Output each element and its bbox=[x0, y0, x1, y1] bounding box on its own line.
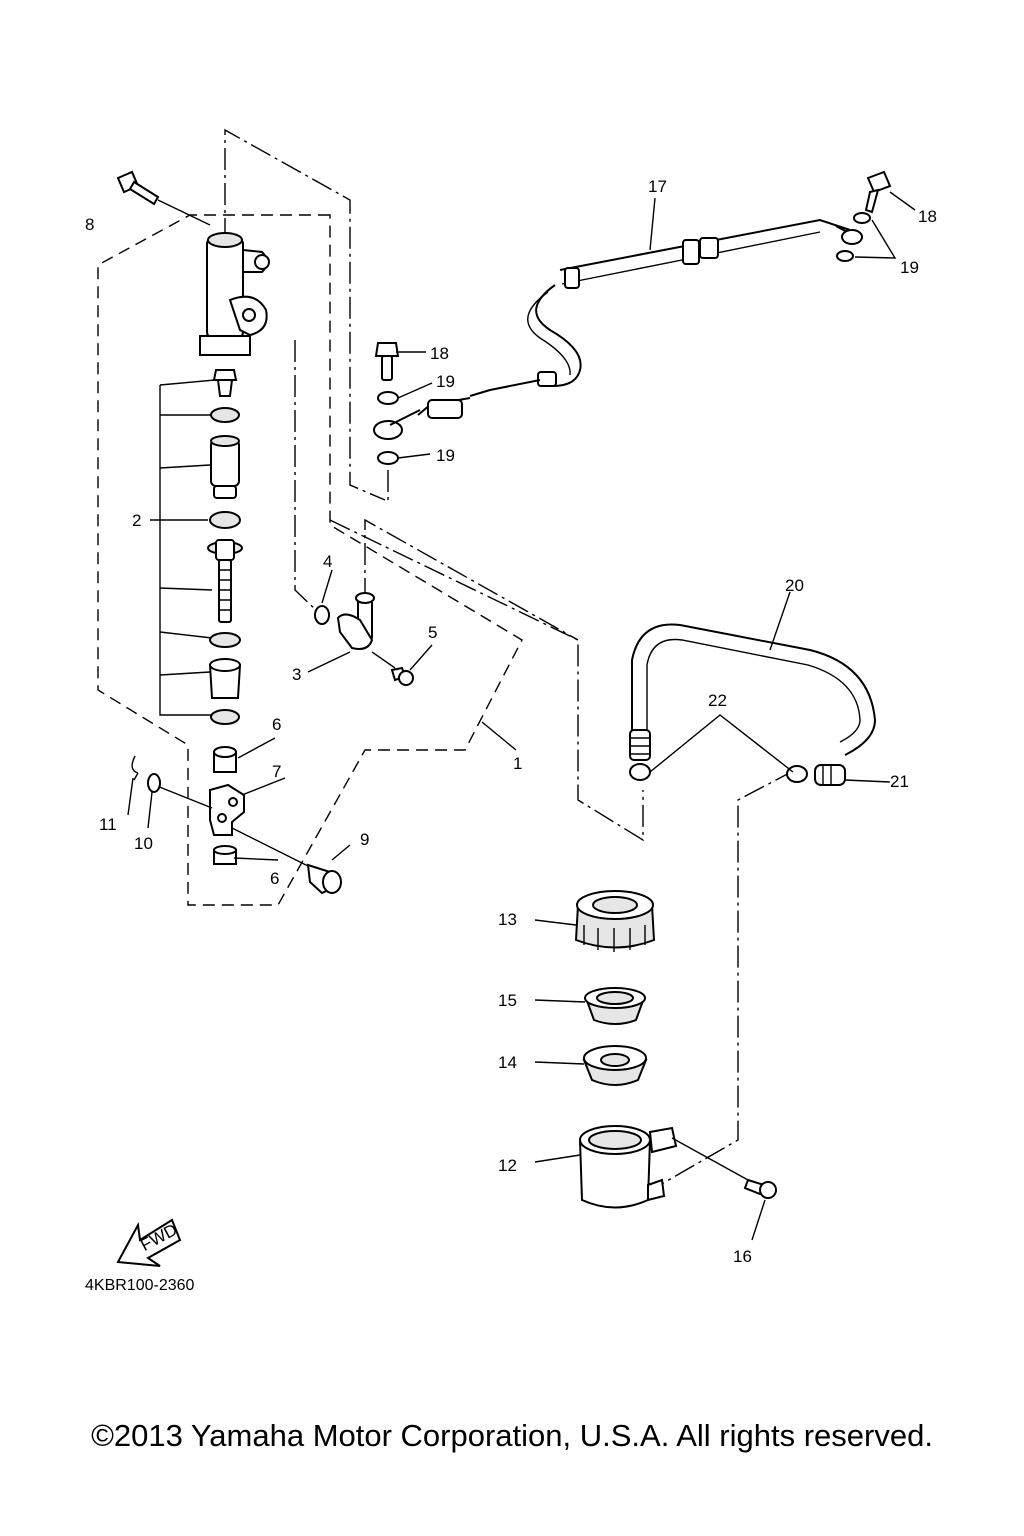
washer-part-19-upper-b bbox=[836, 250, 854, 262]
callout-22: 22 bbox=[708, 691, 727, 710]
diaphragm-plate-part-15 bbox=[534, 987, 646, 1025]
callout-3: 3 bbox=[292, 665, 301, 684]
callout-8: 8 bbox=[85, 215, 94, 234]
fwd-direction-icon: FWD bbox=[116, 1218, 182, 1267]
leader-22 bbox=[649, 714, 794, 773]
callout-12: 12 bbox=[498, 1156, 517, 1175]
cotter-pin-part-11 bbox=[131, 755, 139, 781]
assembly-chain-outline-3 bbox=[294, 340, 319, 613]
washer-part-19-lower-a bbox=[377, 391, 399, 405]
hose-end-part-21 bbox=[814, 764, 891, 786]
leader-19-lower-a bbox=[397, 382, 433, 399]
callout-2: 2 bbox=[132, 511, 141, 530]
clip-part-22-right bbox=[786, 765, 808, 783]
callout-14: 14 bbox=[498, 1053, 517, 1072]
washer-part-10 bbox=[147, 773, 161, 793]
callout-4: 4 bbox=[323, 552, 332, 571]
master-cylinder-body bbox=[199, 232, 270, 356]
assembly-chain-outline bbox=[224, 128, 644, 842]
callout-1: 1 bbox=[513, 754, 522, 773]
union-bolt-part-18-lower bbox=[374, 342, 426, 381]
screw-part-5 bbox=[390, 666, 414, 686]
union-bolt-part-18-upper bbox=[864, 170, 916, 214]
brake-hose-part-17 bbox=[373, 218, 863, 440]
diagram-code: 4KBR100-2360 bbox=[85, 1277, 195, 1294]
callout-6a: 6 bbox=[272, 715, 281, 734]
callout-5: 5 bbox=[428, 623, 437, 642]
assembly-chain-outline-5 bbox=[659, 769, 796, 1186]
callout-13: 13 bbox=[498, 910, 517, 929]
callout-9: 9 bbox=[360, 830, 369, 849]
leader-19-upper bbox=[854, 219, 897, 259]
callout-10: 10 bbox=[134, 834, 153, 853]
washer-part-19-upper-a bbox=[853, 212, 871, 224]
leader-lines bbox=[127, 197, 791, 861]
callout-19b: 19 bbox=[436, 372, 455, 391]
reservoir-hose-part-20 bbox=[629, 623, 877, 761]
washer-part-19-lower-b bbox=[377, 451, 399, 465]
hose-joint-part-3 bbox=[336, 592, 396, 669]
clip-part-22-left bbox=[629, 763, 651, 781]
callout-20: 20 bbox=[785, 576, 804, 595]
callout-6b: 6 bbox=[270, 869, 279, 888]
screw-part-16 bbox=[671, 1137, 777, 1241]
pin-part-9 bbox=[306, 863, 342, 895]
callout-19a: 19 bbox=[900, 258, 919, 277]
diaphragm-part-14 bbox=[534, 1045, 648, 1086]
bolt-part-8 bbox=[116, 170, 211, 226]
callout-17: 17 bbox=[648, 177, 667, 196]
copyright-notice: ©2013 Yamaha Motor Corporation, U.S.A. A… bbox=[91, 1418, 933, 1453]
callout-18a: 18 bbox=[918, 207, 937, 226]
callout-11: 11 bbox=[99, 815, 117, 834]
assembly-dash-outline bbox=[97, 214, 523, 906]
callout-16: 16 bbox=[733, 1247, 752, 1266]
callout-15: 15 bbox=[498, 991, 517, 1010]
callout-21: 21 bbox=[890, 772, 909, 791]
callout-19c: 19 bbox=[436, 446, 455, 465]
assembly-chain-outline-2 bbox=[364, 518, 579, 641]
reservoir-cap-part-13 bbox=[534, 890, 656, 952]
callout-7: 7 bbox=[272, 762, 281, 781]
leader-19-lower-b bbox=[397, 453, 431, 459]
clevis-assembly bbox=[156, 746, 313, 869]
o-ring-part-4 bbox=[314, 605, 330, 625]
piston-kit bbox=[159, 369, 243, 725]
reservoir-tank-part-12 bbox=[534, 1125, 678, 1209]
callout-18b: 18 bbox=[430, 344, 449, 363]
